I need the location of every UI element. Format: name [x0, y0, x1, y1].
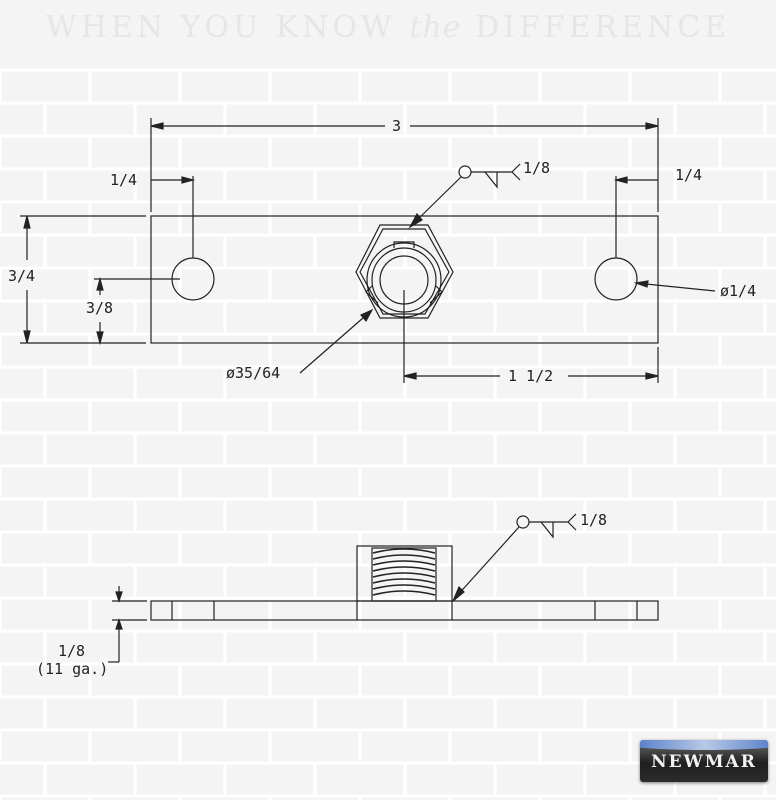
label-hole-center-height: 3/8 — [86, 299, 113, 317]
weld-nut-top — [355, 224, 454, 319]
label-plate-height: 3/4 — [8, 267, 35, 285]
side-view: 1/8 1/8 (11 ga.) — [36, 511, 659, 678]
tagline-the: the — [409, 10, 462, 45]
weld-fillet-mark — [484, 171, 498, 189]
arrow — [23, 330, 31, 344]
label-gauge: (11 ga.) — [36, 660, 108, 678]
arrow — [23, 215, 31, 229]
arrow — [645, 122, 659, 130]
nut-tab-left — [365, 285, 379, 304]
label-weld-size-top: 1/8 — [523, 159, 550, 177]
arrow — [452, 585, 465, 602]
nut-thread-outline — [371, 547, 437, 602]
arrow — [645, 372, 659, 380]
arrow — [115, 618, 123, 630]
mount-hole-right — [594, 257, 638, 301]
top-view: 3 1/4 1/4 3/4 3/8 1/8 ø35/64 ø1/4 1 1/2 — [8, 117, 756, 385]
arrow — [150, 122, 164, 130]
tagline-part1: WHEN YOU KNOW — [45, 10, 396, 45]
weld-leader — [454, 526, 520, 599]
logo-swoosh — [640, 740, 768, 750]
label-half-width: 1 1/2 — [508, 367, 553, 385]
nut-tab-top — [393, 241, 415, 248]
label-thickness: 1/8 — [58, 642, 85, 660]
nut-threads — [372, 548, 436, 596]
arrow — [633, 280, 649, 288]
weld-tail — [567, 513, 577, 531]
label-hole-offset-left: 1/4 — [110, 171, 137, 189]
weld-leader — [412, 176, 462, 225]
label-mount-hole-diameter: ø1/4 — [720, 282, 756, 300]
arrow — [96, 276, 104, 291]
weld-symbol-circle — [458, 165, 472, 179]
label-weld-size-side: 1/8 — [580, 511, 607, 529]
weld-tail — [511, 163, 521, 181]
arrow — [360, 308, 374, 323]
nut-tab-right — [429, 285, 443, 304]
nut-hex-inner — [359, 228, 450, 315]
plate-side-outline — [150, 600, 659, 621]
tagline-part2: DIFFERENCE — [475, 10, 731, 45]
arrow — [613, 176, 628, 184]
leader-nut-hole — [299, 310, 372, 374]
label-nut-hole-diameter: ø35/64 — [226, 364, 280, 382]
logo-text: NEWMAR — [651, 752, 757, 772]
leader-mount-hole — [635, 282, 716, 292]
arrow — [115, 591, 123, 603]
arrow — [403, 372, 417, 380]
label-overall-width: 3 — [392, 117, 401, 135]
tagline: WHEN YOU KNOW the DIFFERENCE — [0, 10, 776, 45]
brick-mortar-lines — [0, 68, 776, 800]
label-hole-offset-right: 1/4 — [675, 166, 702, 184]
newmar-logo: NEWMAR — [640, 740, 768, 782]
nut-hex — [355, 224, 454, 319]
arrow — [408, 212, 423, 229]
arrow — [181, 176, 196, 184]
arrow — [96, 331, 104, 346]
weld-nut-side — [356, 545, 453, 602]
weld-symbol-circle — [516, 515, 530, 529]
weld-fillet-mark — [540, 521, 554, 539]
